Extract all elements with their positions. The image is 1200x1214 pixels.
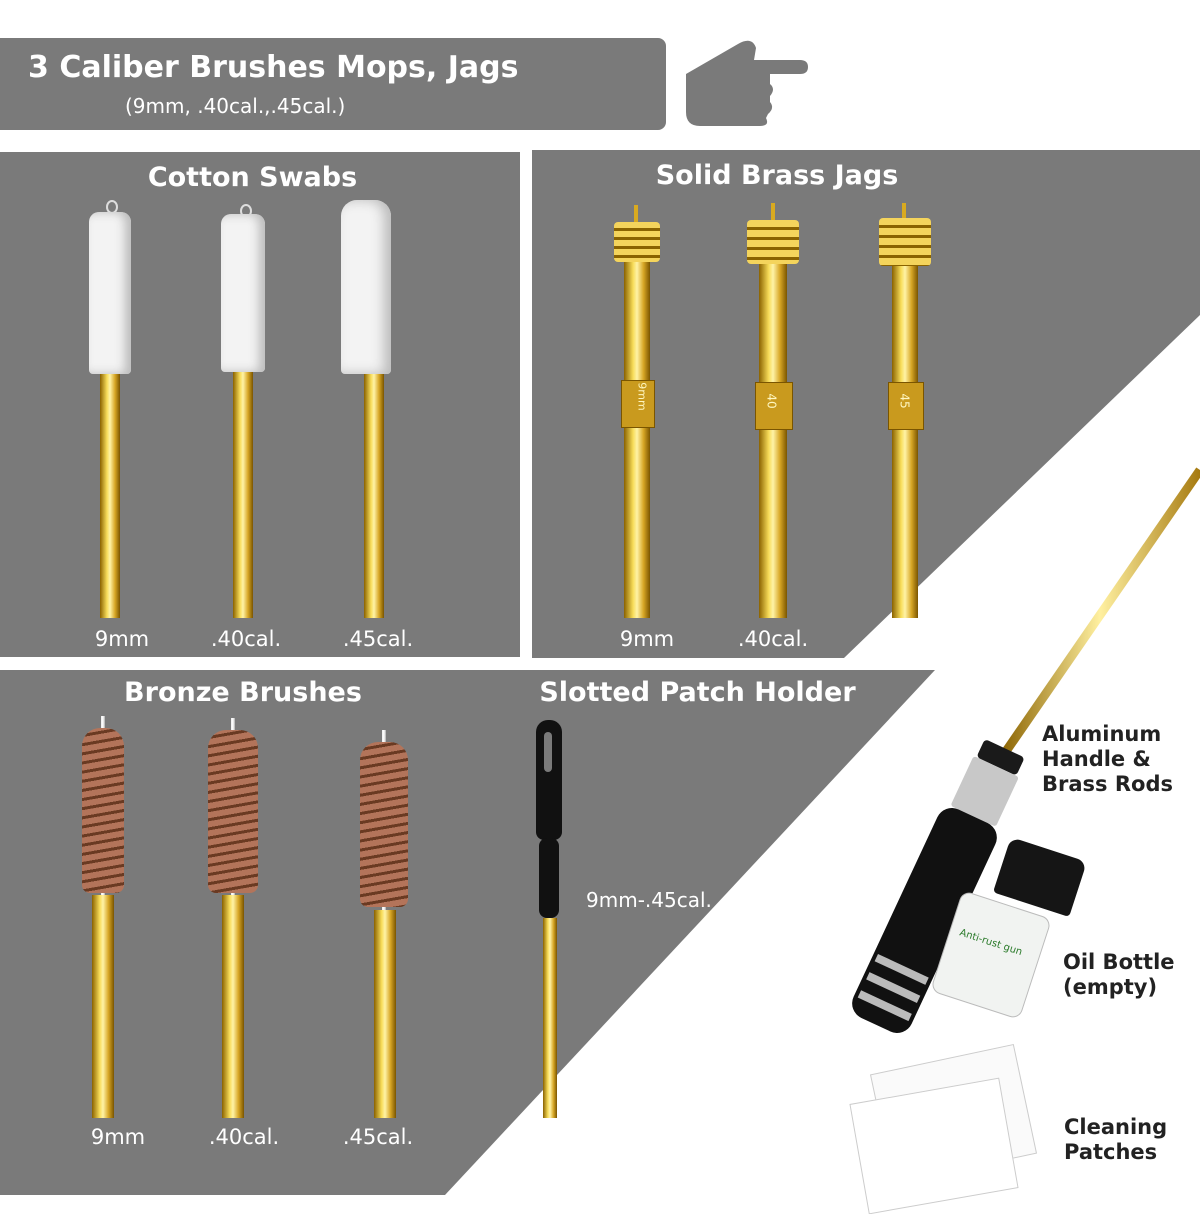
patch-holder-neck <box>539 838 559 918</box>
jag-engraving-45cal: 45 <box>897 393 912 409</box>
cotton-swabs-title: Cotton Swabs <box>147 162 358 193</box>
brass-jags-panel <box>532 150 1200 658</box>
patch-holder-label: 9mm-.45cal. <box>586 888 712 912</box>
handle-label: Aluminum Handle & Brass Rods <box>1042 722 1173 796</box>
jag-engraving-9mm: 9mm <box>635 382 649 411</box>
cotton-swab-rod-9mm <box>100 374 120 618</box>
bronze-brush-bristles-45cal <box>360 742 408 907</box>
jag-collar-9mm <box>621 380 655 428</box>
pointing-hand-icon <box>686 40 808 126</box>
jag-tip <box>771 203 775 223</box>
patch-holder-slot <box>544 732 552 772</box>
jag-engraving-40cal: 40 <box>764 393 779 409</box>
bronze-brush-label-40cal: .40cal. <box>208 1125 280 1149</box>
jag-rod-40cal <box>759 264 787 618</box>
bronze-brush-rod-45cal <box>374 910 396 1118</box>
cotton-swab-mop-45cal <box>341 200 391 374</box>
handle-assembly <box>852 467 1200 1033</box>
cotton-swab-label-40cal: .40cal. <box>210 627 282 651</box>
jag-rod-45cal <box>892 266 918 618</box>
bronze-brush-rod-9mm <box>92 895 114 1118</box>
bronze-brush-bristles-40cal <box>208 730 258 893</box>
header-banner <box>0 38 666 130</box>
jag-tip <box>634 205 638 225</box>
jag-head-9mm <box>614 222 660 262</box>
brass-jags-title: Solid Brass Jags <box>655 160 899 191</box>
bronze-brush-label-45cal: .45cal. <box>342 1125 414 1149</box>
oil-bottle-label: Oil Bottle (empty) <box>1063 950 1175 999</box>
patch-holder-title: Slotted Patch Holder <box>539 677 856 708</box>
jag-collar-45cal <box>888 382 924 430</box>
jag-tip <box>902 203 906 223</box>
patches-label: Cleaning Patches <box>1064 1115 1168 1164</box>
jag-head-40cal <box>747 220 799 264</box>
cotton-swab-rod-40cal <box>233 372 253 618</box>
banner-subtitle: (9mm, .40cal.,.45cal.) <box>125 94 346 118</box>
jag-rod-9mm <box>624 262 650 618</box>
jag-label-40cal: .40cal. <box>737 627 809 651</box>
jag-label-45cal: .45cal. <box>869 627 941 651</box>
jag-head-45cal <box>879 218 931 266</box>
jag-label-9mm: 9mm <box>619 627 675 651</box>
cotton-swab-mop-40cal <box>221 214 265 372</box>
cotton-swab-label-9mm: 9mm <box>94 627 150 651</box>
bronze-brushes-title: Bronze Brushes <box>124 677 362 708</box>
bronze-brush-rod-40cal <box>222 895 244 1118</box>
banner-title: 3 Caliber Brushes Mops, Jags <box>28 50 519 85</box>
cotton-swab-mop-9mm <box>89 212 131 374</box>
patch-holder-rod <box>543 918 557 1118</box>
cotton-swab-rod-45cal <box>364 374 384 618</box>
bronze-brush-bristles-9mm <box>82 728 124 893</box>
jag-collar-40cal <box>755 382 793 430</box>
bronze-brush-label-9mm: 9mm <box>90 1125 146 1149</box>
cotton-swab-label-45cal: .45cal. <box>342 627 414 651</box>
